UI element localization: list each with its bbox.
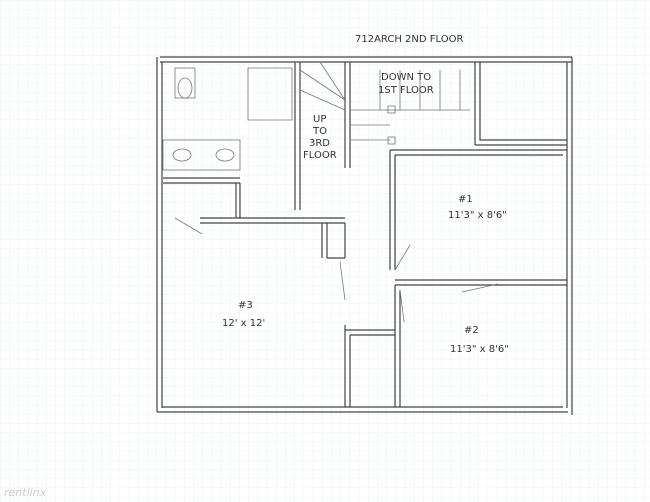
watermark: rentlinx: [4, 486, 47, 499]
room-1-label: #1: [458, 194, 473, 205]
stairs-up-label-3: 3RD: [309, 138, 330, 149]
stairs-up-label-1: UP: [313, 114, 326, 125]
plan-title: 712ARCH 2ND FLOOR: [355, 34, 463, 45]
stairs-down-label-1: DOWN TO: [381, 72, 431, 83]
room-3-label: #3: [238, 300, 253, 311]
room-3-size: 12' x 12': [222, 318, 265, 329]
walls: [156, 56, 573, 415]
stairs-up-label-4: FLOOR: [303, 150, 337, 161]
room-2-label: #2: [464, 325, 479, 336]
stairs-up-label-2: TO: [312, 126, 327, 137]
stairs-down-label-2: 1ST FLOOR: [378, 85, 434, 96]
room-2-size: 11'3" x 8'6": [450, 344, 509, 355]
room-1-size: 11'3" x 8'6": [448, 210, 507, 221]
